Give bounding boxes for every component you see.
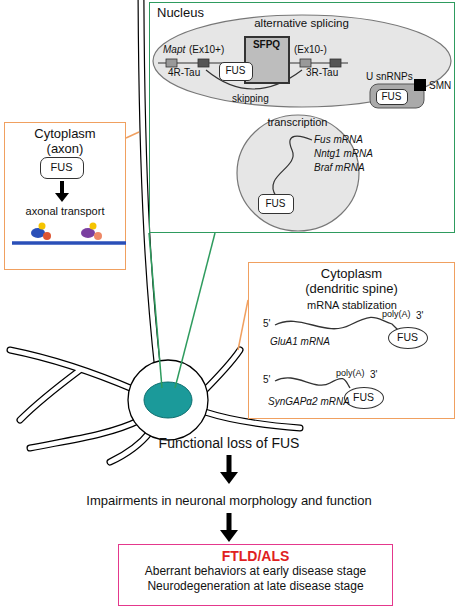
node-heading: SFPQ — [246, 39, 288, 51]
process-label: skipping — [232, 93, 269, 104]
cell-nucleus — [144, 382, 192, 418]
tail-label: poly(A) — [336, 369, 365, 379]
outcome-box: FTLD/ALSAberrant behaviors at early dise… — [118, 544, 393, 606]
flow-arrows — [220, 455, 238, 542]
gene-label: Mapt — [163, 44, 185, 55]
complex-label: U snRNPs — [366, 71, 413, 82]
node-heading: transcription — [236, 116, 360, 129]
compartment-box: Cytoplasm (axon) FUS — [4, 122, 126, 270]
isoform-label: 4R-Tau — [168, 67, 200, 78]
process-ellipse: alternative splicingSFPQ FUS FUS — [152, 14, 452, 108]
process-label: mRNA stablization — [307, 299, 397, 311]
node-heading: alternative splicing — [152, 17, 452, 30]
end-label: 3' — [416, 310, 423, 321]
exon-label: (Ex10-) — [294, 44, 327, 55]
node-text: Aberrant behaviors at early disease stag… — [123, 565, 388, 579]
pre-mrna — [158, 63, 348, 89]
protein-box: FUS — [40, 157, 84, 179]
tail-label: poly(A) — [382, 310, 411, 320]
compartment-box: Cytoplasm (dendritic spine) FUS FUS — [248, 262, 455, 419]
isoform-label: 3R-Tau — [306, 67, 338, 78]
soma — [128, 360, 208, 440]
node-heading: FUS — [266, 198, 286, 210]
protein-label: SMN — [429, 80, 451, 91]
node-heading: FUS — [51, 161, 73, 174]
node-heading: FUS — [226, 65, 246, 77]
transcript-strand — [273, 136, 312, 196]
leader-lines — [126, 132, 248, 388]
end-label: 5' — [263, 318, 270, 329]
ellipse-outline — [236, 114, 360, 232]
gene-label: Braf mRNA — [314, 162, 365, 173]
node-text: Neurodegeneration at late disease stage — [123, 580, 388, 594]
node-heading: Cytoplasm (dendritic spine) — [297, 267, 406, 297]
protein-box: FUS — [344, 387, 384, 409]
microtubule-motors — [12, 223, 126, 244]
flow-step: Impairments in neuronal morphology and f… — [86, 494, 371, 508]
snrnp-complex — [370, 84, 424, 108]
node-heading: FUS — [397, 331, 418, 343]
end-label: 5' — [263, 374, 270, 385]
gene-label: SynGAPα2 mRNA — [268, 396, 350, 407]
exon-label: (Ex10+) — [189, 44, 224, 55]
node-heading: FUS — [353, 391, 374, 403]
node-heading: Cytoplasm (axon) — [21, 127, 109, 157]
exons — [166, 59, 341, 67]
protein-box: FUS — [388, 327, 428, 349]
gene-label: GluA1 mRNA — [270, 336, 330, 347]
flow-step: Functional loss of FUS — [159, 436, 300, 451]
protein-box: FUS — [258, 194, 294, 214]
smn-symbol — [414, 79, 426, 91]
mrna-strands — [275, 317, 398, 388]
node-heading: FTLD/ALS — [123, 548, 388, 564]
end-label: 3' — [370, 369, 377, 380]
process-circle: transcriptionFUS — [236, 114, 360, 232]
protein-box: FUS — [376, 89, 408, 105]
gene-label: Fus mRNA — [314, 134, 363, 145]
process-label: axonal transport — [26, 205, 105, 217]
node-heading: FUS — [382, 91, 402, 103]
compartment-box: Nucleusalternative splicingSFPQFUSFUStra… — [149, 2, 455, 233]
gene-label: Nntg1 mRNA — [314, 148, 373, 159]
protein-box: FUS — [219, 62, 253, 81]
transport-arrow — [55, 181, 69, 202]
